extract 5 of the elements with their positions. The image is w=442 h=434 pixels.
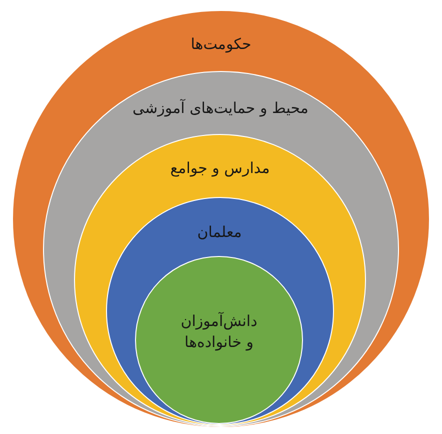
- circle-label: مدارس و جوامع: [170, 158, 270, 179]
- circle-label: حکومت‌ها: [190, 34, 252, 55]
- circle-label: محیط و حمایت‌های آموزشی: [132, 98, 308, 119]
- circle-label: دانش‌آموزان و خانواده‌ها: [180, 311, 258, 353]
- circle-label: معلمان: [197, 222, 242, 243]
